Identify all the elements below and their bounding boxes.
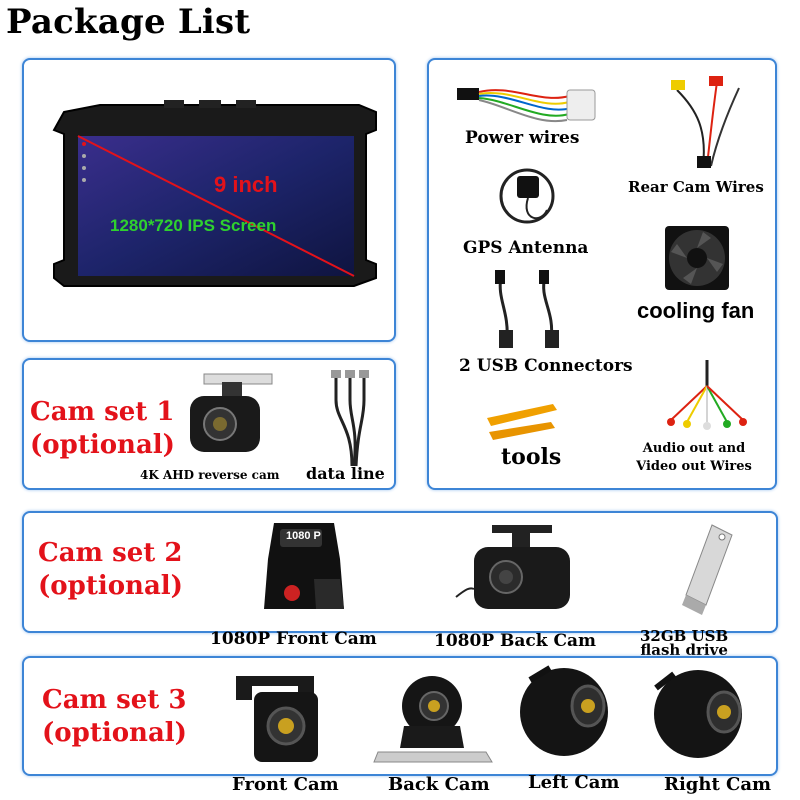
cam-set-1-title-line1: Cam set 1 xyxy=(30,397,175,427)
left-cam-label: Left Cam xyxy=(528,772,620,793)
reverse-cam-label: 4K AHD reverse cam xyxy=(140,468,280,482)
cooling-fan-label: cooling fan xyxy=(637,298,755,323)
front-cam-1080p-image xyxy=(264,523,344,609)
usb-connectors-image xyxy=(495,270,559,348)
data-line-image xyxy=(331,370,369,467)
usb-flash-drive-label-line1: 32GB USB xyxy=(640,627,729,645)
front-cam-label: Front Cam xyxy=(232,774,339,795)
cam-set-2-title-line2: (optional) xyxy=(38,571,183,601)
tools-label: tools xyxy=(501,444,562,470)
rear-cam-wires-image xyxy=(671,76,740,168)
cam-set-2-panel: Cam set 2 (optional) 1080 P 1080P Front … xyxy=(22,511,778,658)
front-cam-badge: 1080 P xyxy=(286,530,321,542)
cooling-fan-image xyxy=(665,226,729,290)
rear-cam-wires-label: Rear Cam Wires xyxy=(628,178,764,196)
cam-set-1-title-line2: (optional) xyxy=(30,430,175,460)
gps-antenna-label: GPS Antenna xyxy=(463,238,589,258)
front-cam-image xyxy=(236,676,318,762)
cam-set-3-title: Cam set 3 (optional) xyxy=(42,684,187,750)
cam-set-1-panel: Cam set 1 (optional) 4K AHD reverse cam … xyxy=(22,358,396,490)
av-wires-label-line2: Video out Wires xyxy=(636,459,752,474)
left-cam-image xyxy=(520,665,608,756)
usb-flash-drive-image xyxy=(682,524,733,615)
av-wires-image xyxy=(667,360,747,430)
cam-set-2-title: Cam set 2 (optional) xyxy=(38,537,183,603)
page-title: Package List xyxy=(6,2,251,42)
av-wires-label-line1: Audio out and xyxy=(642,441,746,456)
front-cam-1080p-label: 1080P Front Cam xyxy=(210,629,377,649)
head-unit-panel: 9 inch 1280*720 IPS Screen xyxy=(22,58,396,342)
cam-set-1-title: Cam set 1 (optional) xyxy=(30,396,175,462)
tools-image xyxy=(487,404,557,440)
right-cam-image xyxy=(654,670,742,758)
power-wires-label: Power wires xyxy=(465,128,580,148)
screen-resolution-label: 1280*720 IPS Screen xyxy=(110,216,277,235)
screen-size-label: 9 inch xyxy=(214,172,278,197)
av-wires-label: Audio out and Video out Wires xyxy=(619,440,769,476)
back-cam-image xyxy=(373,676,493,763)
usb-connectors-label: 2 USB Connectors xyxy=(459,356,633,376)
cam-set-3-title-line2: (optional) xyxy=(42,718,187,748)
gps-antenna-image xyxy=(499,168,555,224)
right-cam-label: Right Cam xyxy=(664,774,772,795)
accessories-panel: Power wires Rear Cam Wires GPS Antenna c… xyxy=(427,58,777,490)
cam-set-3-title-line1: Cam set 3 xyxy=(42,685,187,715)
reverse-cam-image xyxy=(190,373,273,452)
back-cam-1080p-image xyxy=(455,525,570,609)
back-cam-label: Back Cam xyxy=(388,774,490,795)
cam-set-2-title-line1: Cam set 2 xyxy=(38,538,183,568)
data-line-label: data line xyxy=(306,464,385,483)
cam-set-3-panel: Cam set 3 (optional) Front Cam Back Cam … xyxy=(22,656,778,795)
usb-flash-drive-label-line2: flash drive xyxy=(640,641,728,659)
usb-flash-drive-label: 32GB USB flash drive xyxy=(640,627,729,659)
back-cam-1080p-label: 1080P Back Cam xyxy=(434,631,596,651)
head-unit-image xyxy=(52,100,377,287)
power-wires-image xyxy=(457,88,596,123)
